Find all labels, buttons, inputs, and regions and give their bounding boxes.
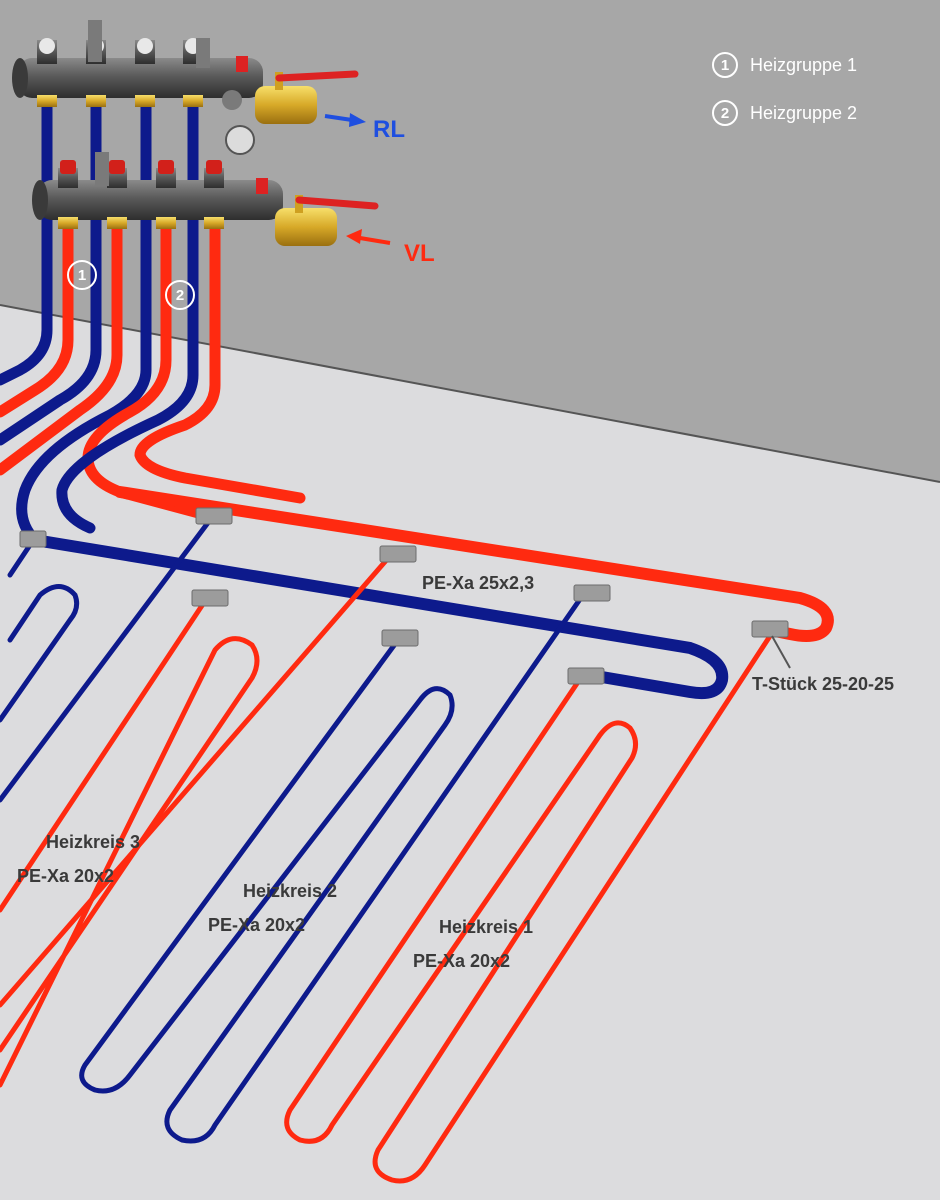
tee-fitting — [381, 629, 419, 647]
circuit-1-pipe: PE-Xa 20x2 — [413, 951, 511, 971]
legend-number-2: 2 — [712, 100, 738, 126]
main-return — [29, 534, 729, 700]
circuit-1-supply-a — [284, 633, 773, 1184]
tee-fitting — [567, 667, 605, 685]
tee-fitting — [573, 584, 611, 602]
return-manifold — [12, 20, 359, 155]
legend-item-group-1: 1 Heizgruppe 1 — [712, 52, 857, 78]
legend-label-2: Heizgruppe 2 — [750, 102, 858, 123]
circuit-3-name: Heizkreis 3 — [46, 832, 141, 852]
tee-pointer-line — [771, 635, 791, 669]
circuit-1-name: Heizkreis 1 — [439, 917, 534, 937]
circuit-2-supply — [0, 553, 393, 1008]
feed-supply-3 — [82, 219, 216, 522]
circuit-3-return-loop — [0, 542, 80, 723]
supply-manifold — [32, 152, 379, 246]
tee-fitting — [379, 545, 417, 563]
tee-fitting — [751, 620, 789, 638]
branch-circuits — [0, 517, 773, 1184]
tee-fittings — [19, 507, 789, 685]
floor-edge — [0, 304, 940, 483]
legend-item-group-2: 2 Heizgruppe 2 — [712, 100, 857, 126]
circuit-3-return — [0, 517, 213, 803]
circuit-2-pipe: PE-Xa 20x2 — [208, 915, 306, 935]
feed-return-2 — [0, 94, 102, 446]
feed-supply-4 — [134, 219, 306, 504]
circuit-3-pipe: PE-Xa 20x2 — [17, 866, 115, 886]
circuit-3-supply-a — [0, 595, 210, 913]
circuit-2-name: Heizkreis 2 — [243, 881, 338, 901]
tee-fitting — [195, 507, 233, 525]
supply-arrow — [346, 229, 391, 245]
legend-label-1: Heizgruppe 1 — [750, 54, 858, 75]
circuit-2-return-a — [79, 589, 588, 1144]
circuit-3-supply-b — [0, 636, 260, 1088]
main-supply — [114, 486, 834, 642]
group-marker-1: 1 — [67, 260, 97, 290]
supply-label: VL — [404, 240, 435, 267]
distribution-mains — [29, 486, 834, 700]
feed-pipes — [0, 94, 306, 546]
floor — [0, 305, 940, 1200]
main-pipe-label: PE-Xa 25x2,3 — [422, 573, 535, 593]
feed-supply-1 — [0, 219, 74, 418]
feed-return-3 — [16, 94, 152, 546]
return-arrow — [324, 113, 366, 127]
feed-supply-2 — [0, 219, 123, 476]
group-marker-2: 2 — [165, 280, 195, 310]
tee-fitting — [191, 589, 229, 607]
tee-label: T-Stück 25-20-25 — [752, 674, 895, 694]
return-label: RL — [373, 116, 405, 143]
feed-return-1 — [0, 94, 53, 386]
feed-return-4 — [56, 94, 199, 534]
tee-fitting — [19, 530, 47, 548]
legend-number-1: 1 — [712, 52, 738, 78]
